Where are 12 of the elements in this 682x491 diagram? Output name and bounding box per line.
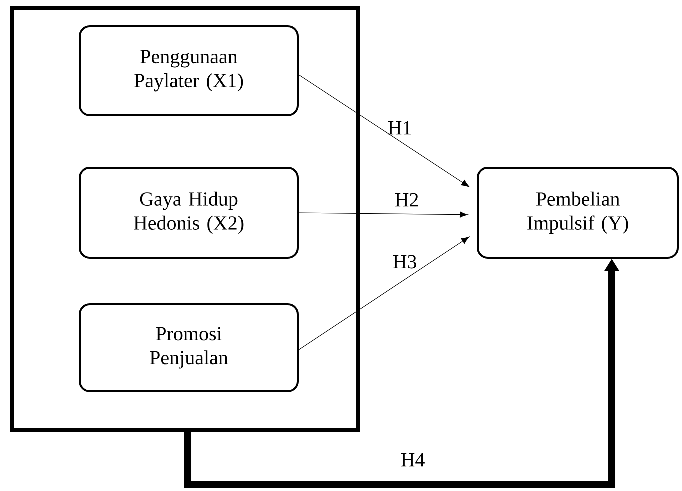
variable-box: Penggunaan Paylater (X1) [79,26,299,116]
arrow [298,74,470,188]
variable-box: Gaya Hidup Hedonis (X2) [79,167,299,259]
edge-label: H1 [388,121,412,135]
edge-label: H4 [401,453,425,467]
edge-label: H3 [393,255,416,269]
edge-label: H2 [395,193,418,207]
arrow [298,236,470,350]
variable-box: Pembelian Impulsif (Y) [477,167,679,259]
frame-box [10,6,360,432]
arrow [298,212,468,218]
variable-box: Promosi Penjualan [79,304,299,392]
